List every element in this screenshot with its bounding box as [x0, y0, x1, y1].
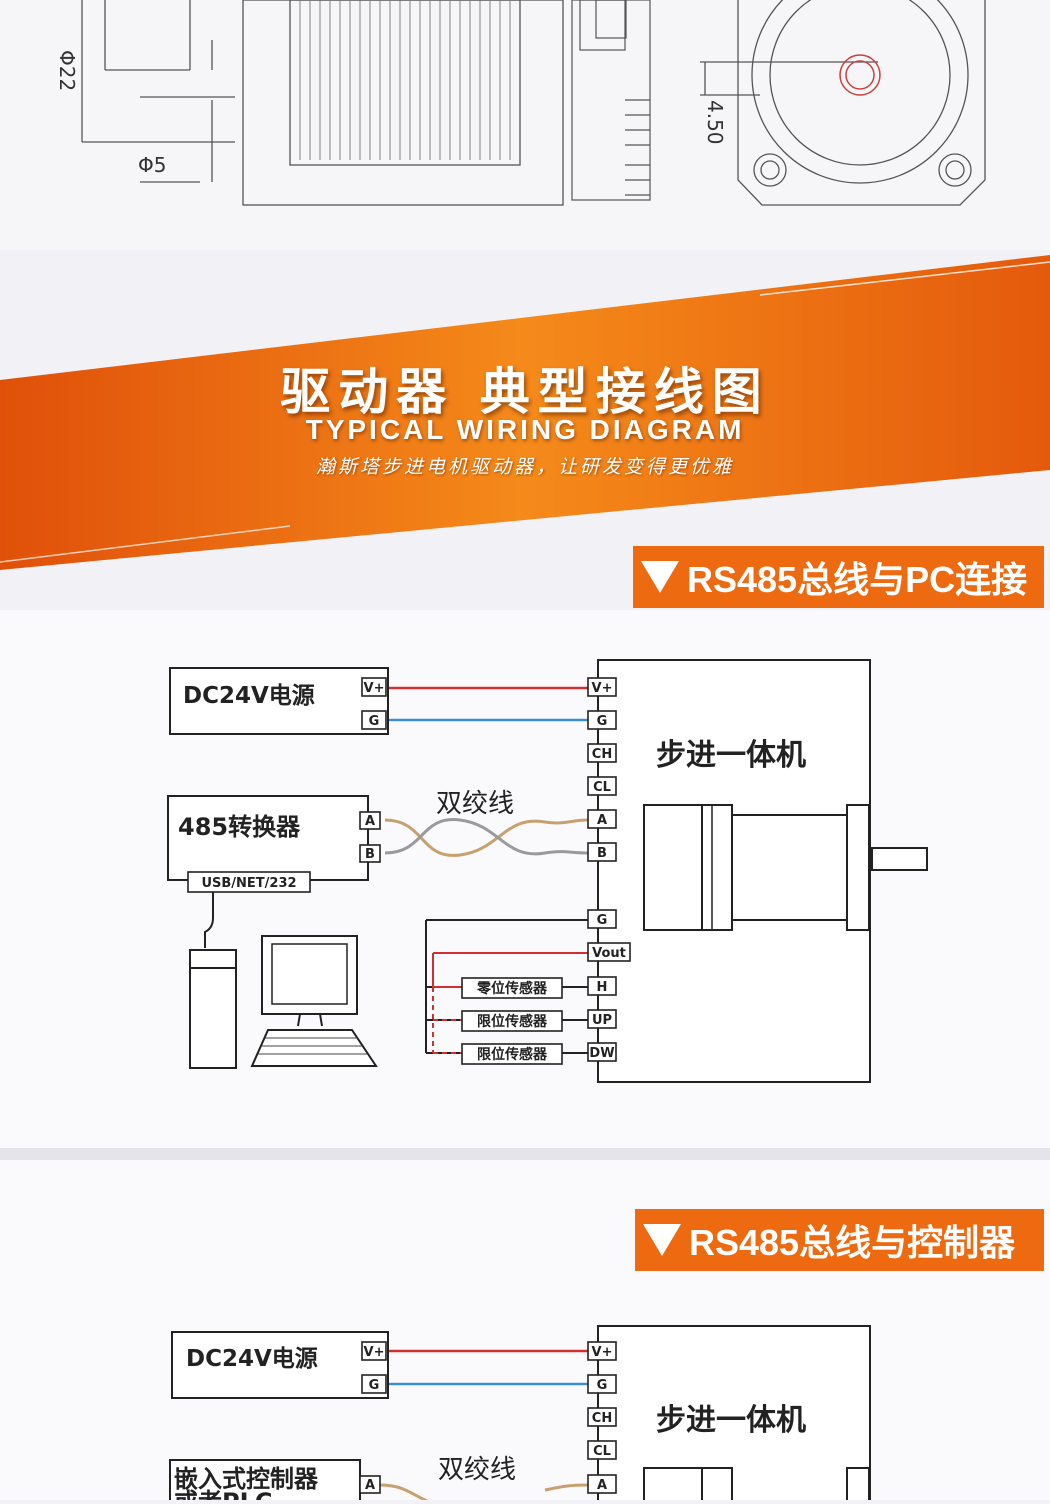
- motor-label-2: 步进一体机: [656, 1403, 806, 1438]
- power-pin-g-2: G: [369, 1378, 380, 1393]
- controller-label-2: 或者PLC: [174, 1488, 273, 1500]
- controller-pin-a: A: [365, 1478, 375, 1493]
- sensor-limit-up: 限位传感器: [477, 1013, 548, 1030]
- pc-tower: [189, 949, 237, 1069]
- motor2-pin-ch: CH: [592, 1411, 612, 1426]
- wiring-diagram-controller: DC24V电源 V+ G 嵌入式控制器 或者PLC A 双绞线 步进一体机 V+…: [0, 1160, 1050, 1504]
- motor-pin-vplus: V+: [592, 681, 613, 696]
- power-pin-g: G: [369, 714, 380, 729]
- motor2-pin-vplus: V+: [592, 1345, 613, 1360]
- motor2-pin-a: A: [597, 1478, 607, 1493]
- motor2-pin-g: G: [597, 1378, 608, 1393]
- dim-flat: 4.50: [703, 100, 727, 145]
- power-pin-vplus-2: V+: [364, 1345, 385, 1360]
- motor-pin-ch: CH: [592, 747, 612, 762]
- twisted-pair-label-2: 双绞线: [438, 1455, 516, 1485]
- motor-pin-cl: CL: [593, 780, 611, 795]
- motor-drawing-svg: Φ22 Φ5 4.50: [55, 0, 986, 206]
- converter-label: 485转换器: [178, 813, 301, 841]
- sensor-limit-down: 限位传感器: [477, 1046, 548, 1063]
- section-tag-pc: RS485总线与PC连接: [633, 546, 1044, 608]
- power-pin-vplus: V+: [364, 681, 385, 696]
- section-tag-controller-label: RS485总线与控制器: [689, 1222, 1016, 1263]
- orange-banner: [0, 255, 1050, 570]
- pc-keyboard: [250, 1029, 378, 1067]
- power-label-2: DC24V电源: [186, 1346, 318, 1372]
- motor-pin-g2: G: [597, 913, 608, 928]
- controller-label: 嵌入式控制器: [174, 1465, 319, 1493]
- motor-pin-vout: Vout: [592, 946, 626, 961]
- motor-pin-up: UP: [592, 1013, 612, 1028]
- converter-pin-b: B: [365, 847, 375, 862]
- motor-pin-a: A: [597, 813, 607, 828]
- section-tag-pc-label: RS485总线与PC连接: [687, 559, 1028, 600]
- converter-pin-a: A: [365, 814, 375, 829]
- triangle-down-icon: [643, 1224, 681, 1256]
- wiring-diagram-pc: DC24V电源 V+ G 485转换器 A B USB/NET/232 双绞线: [0, 610, 1050, 1148]
- banner-slogan: 瀚斯塔步进电机驱动器，让研发变得更优雅: [315, 456, 734, 478]
- wiring-diagram-controller-svg: DC24V电源 V+ G 嵌入式控制器 或者PLC A 双绞线 步进一体机 V+…: [169, 1325, 871, 1504]
- triangle-down-icon: [641, 561, 679, 593]
- motor-pin-g: G: [597, 714, 608, 729]
- dim-shaft-small: Φ5: [138, 153, 166, 177]
- dim-shaft-diameter: Φ22: [55, 50, 79, 91]
- motor-pin-h: H: [597, 980, 608, 995]
- section-tag-controller: RS485总线与控制器: [635, 1209, 1044, 1271]
- banner-title-cn: 驱动器 典型接线图: [280, 363, 770, 421]
- motor-pin-b: B: [597, 846, 607, 861]
- sensor-zero: 零位传感器: [476, 980, 548, 997]
- power-label: DC24V电源: [183, 683, 315, 709]
- converter-port: USB/NET/232: [201, 876, 296, 891]
- motor-dimension-drawing: Φ22 Φ5 4.50: [0, 0, 1050, 250]
- motor-label: 步进一体机: [656, 738, 806, 773]
- section-divider: [0, 1148, 1050, 1160]
- twisted-pair-label: 双绞线: [436, 789, 514, 819]
- motor-pin-dw: DW: [589, 1046, 614, 1061]
- motor2-pin-cl: CL: [593, 1444, 611, 1459]
- wiring-diagram-pc-svg: DC24V电源 V+ G 485转换器 A B USB/NET/232 双绞线: [167, 659, 928, 1083]
- banner-title-en: TYPICAL WIRING DIAGRAM: [305, 414, 745, 445]
